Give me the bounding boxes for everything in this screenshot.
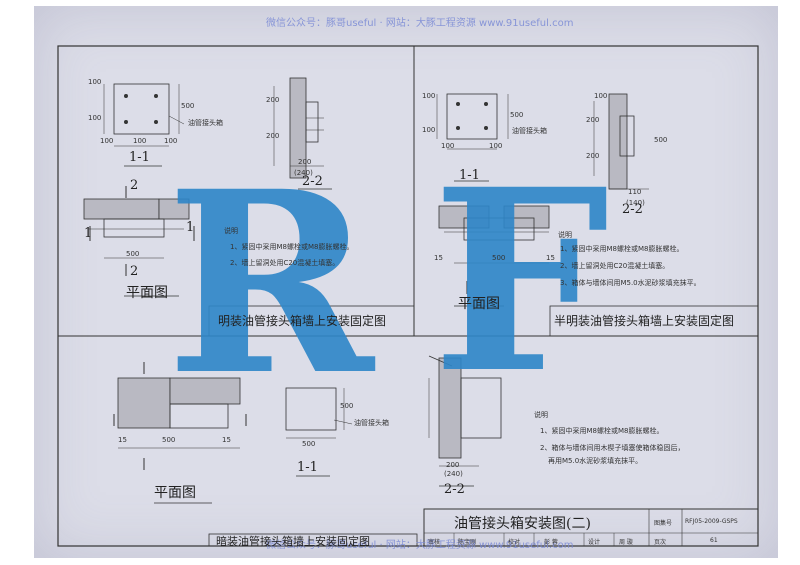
dim-label: 500 — [340, 402, 354, 410]
tb-label: 审核 — [428, 539, 441, 546]
note-heading: 说明 — [558, 231, 572, 239]
tb-name: 彭 蓉 — [544, 539, 558, 546]
dim-label: 200 — [586, 116, 600, 124]
dim-label: 200 — [446, 461, 460, 469]
drawing-title: 油管接头箱安装图(二) — [454, 516, 591, 532]
dim-label: 100 — [594, 92, 608, 100]
drawing-sheet: R F 微信公众号：豚哥useful · 网站：大豚工程资源 www.91use… — [34, 6, 778, 558]
box-label: 油管接头箱 — [512, 127, 547, 135]
dim-label: 100 — [422, 126, 436, 134]
dim-label: 100 — [88, 78, 102, 86]
dim-label: (240) — [444, 470, 463, 478]
note-line: 3、箱体与墙体间用M5.0水泥砂浆填充抹平。 — [560, 279, 701, 287]
tb-label: 设计 — [588, 539, 601, 546]
plan-dim: 500 — [162, 436, 176, 444]
note-line: 1、紧固中采用M8螺栓或M8膨胀螺栓。 — [230, 243, 354, 251]
box-label: 油管接头箱 — [354, 419, 389, 427]
dim-label: 100 — [489, 142, 503, 150]
section-1-1-label: 1-1 — [297, 460, 318, 475]
section-1-1-label: 1-1 — [129, 150, 150, 165]
dim-label: 200 — [298, 158, 312, 166]
dim-label: (240) — [294, 169, 313, 177]
dim-label: (140) — [626, 199, 645, 207]
plan-title: 平面图 — [154, 485, 196, 501]
note-line: 再用M5.0水泥砂浆填充抹平。 — [548, 457, 643, 465]
dim-label: 100 — [100, 137, 114, 145]
panel-caption: 半明装油管接头箱墙上安装固定图 — [554, 314, 735, 328]
note-heading: 说明 — [534, 411, 548, 419]
box-label: 油管接头箱 — [188, 119, 223, 127]
note-line: 2、墙上留洞处用C20混凝土填塞。 — [560, 262, 670, 270]
plan-dim: 15 — [222, 436, 231, 444]
section-mark: 1 — [84, 226, 93, 241]
panel-caption: 明装油管接头箱墙上安装固定图 — [218, 314, 387, 328]
section-2-2-label: 2-2 — [444, 482, 465, 497]
dim-label: 200 — [586, 152, 600, 160]
tb-name: 陈宝刚 — [458, 539, 477, 546]
dim-label: 100 — [88, 114, 102, 122]
watermark-top: 微信公众号：豚哥useful · 网站：大豚工程资源 www.91useful.… — [266, 18, 574, 29]
note-line: 2、墙上留洞处用C20混凝土填塞。 — [230, 259, 340, 267]
note-line: 1、紧固中采用M8螺栓或M8膨胀螺栓。 — [540, 427, 664, 435]
section-mark: 1 — [186, 220, 195, 235]
note-heading: 说明 — [224, 227, 238, 235]
dim-label: 200 — [266, 132, 280, 140]
technical-drawing — [57, 45, 759, 547]
logo-letter-r: R — [166, 136, 374, 430]
atlas-number: RFJ05-2009-GSPS — [685, 518, 738, 525]
section-mark: 2 — [130, 178, 139, 193]
section-mark: 2 — [130, 264, 139, 279]
dim-label: 100 — [422, 92, 436, 100]
section-2-2-label: 2-2 — [622, 202, 643, 217]
plan-dim: 15 — [118, 436, 127, 444]
tb-name: 周 璇 — [619, 539, 633, 546]
dim-label: 110 — [628, 188, 642, 196]
dim-label: 100 — [133, 137, 147, 145]
tb-label: 页次 — [654, 539, 667, 546]
dim-label: 100 — [441, 142, 455, 150]
plan-dim: 500 — [126, 250, 140, 258]
watermark-bottom: 微信公众号：豚哥useful · 网站：大豚工程资源 www.91useful.… — [266, 540, 574, 551]
dim-label: 200 — [266, 96, 280, 104]
panel-caption: 暗装油管接头箱墙上安装固定图 — [216, 535, 370, 548]
note-line: 1、紧固中采用M8螺栓或M8膨胀螺栓。 — [560, 245, 684, 253]
tb-label: 校对 — [508, 539, 521, 546]
plan-title: 平面图 — [126, 285, 168, 301]
dim-label: 500 — [654, 136, 668, 144]
logo-letter-f: F — [432, 134, 610, 428]
dim-label: 100 — [164, 137, 178, 145]
plan-dim: 500 — [492, 254, 506, 262]
plan-title: 平面图 — [458, 296, 500, 312]
section-2-2-label: 2-2 — [302, 174, 323, 189]
dim-label: 500 — [181, 102, 195, 110]
dim-label: 500 — [302, 440, 316, 448]
atlas-label: 图集号 — [654, 520, 673, 527]
page-number: 61 — [710, 537, 718, 544]
note-line: 2、箱体与墙体间用木楔子填塞使箱体稳固后， — [540, 444, 685, 452]
section-1-1-label: 1-1 — [459, 168, 480, 183]
plan-dim: 15 — [546, 254, 555, 262]
dim-label: 500 — [510, 111, 524, 119]
plan-dim: 15 — [434, 254, 443, 262]
